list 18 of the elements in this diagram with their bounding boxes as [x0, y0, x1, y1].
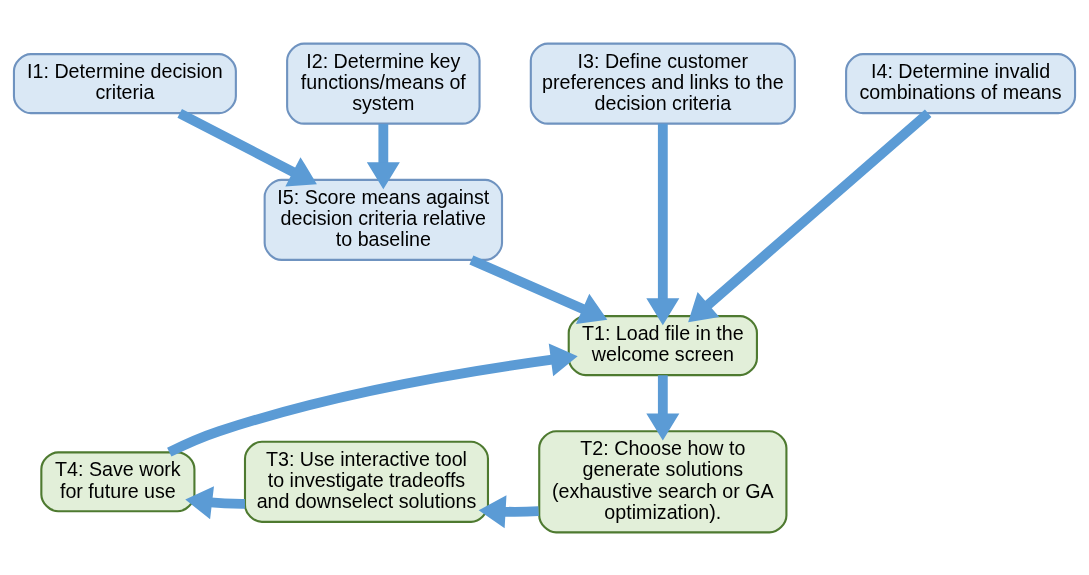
arrow [478, 494, 539, 528]
arrow [177, 108, 317, 186]
arrow [185, 485, 245, 519]
arrow [688, 109, 932, 322]
node-box: I2: Determine key functions/means of system [286, 42, 481, 125]
node-box: T2: Choose how to generate solutions (exhaustive search or GA optimization). [538, 429, 788, 533]
node-box: T1: Load file in the welcome screen [567, 314, 758, 376]
arrow [167, 343, 578, 457]
arrow [366, 123, 400, 189]
node-box: I1: Determine decision criteria [12, 52, 237, 114]
arrow [646, 374, 680, 441]
node-box: I3: Define customer preferences and links to the decision criteria [529, 42, 796, 125]
node-box: I4: Determine invalid combinations of means [845, 52, 1077, 114]
node-box: I5: Score means against decision criteria relative to baseline [263, 178, 504, 261]
node-box: T4: Save work for future use [40, 450, 196, 512]
arrow [469, 255, 608, 324]
arrow [646, 123, 680, 325]
node-box: T3: Use interactive tool to investigate tradeoffs and downselect solutions [243, 440, 490, 523]
